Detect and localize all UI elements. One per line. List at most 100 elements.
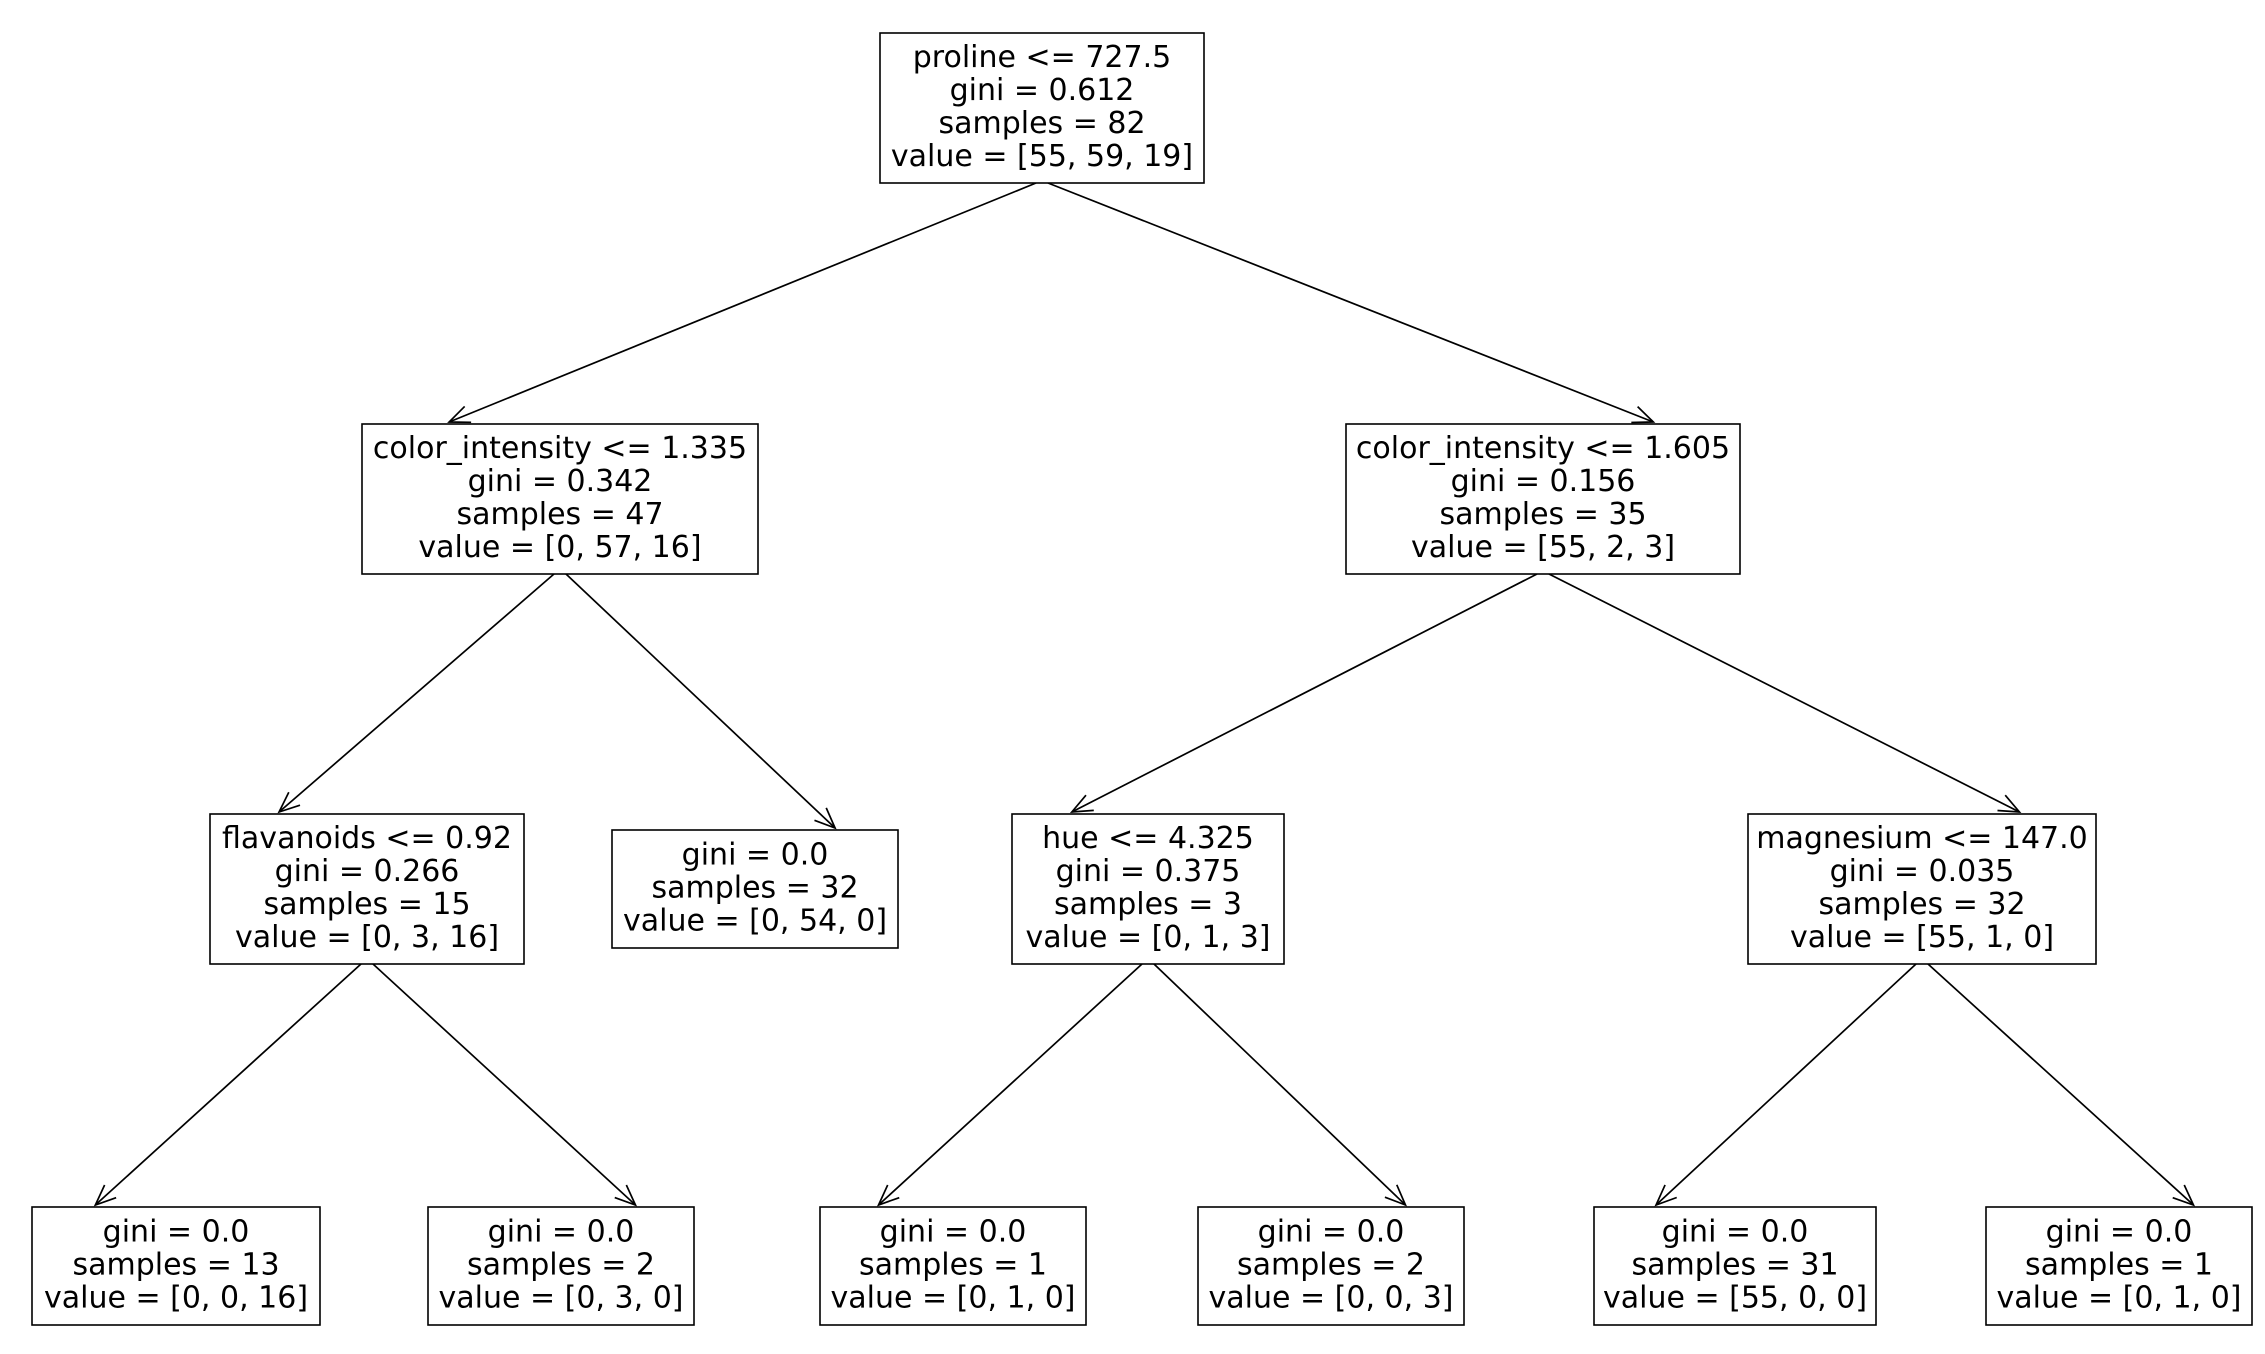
node-box (31, 1206, 321, 1326)
edge-arrowhead (1654, 1184, 1678, 1207)
edge-arrowhead (614, 1184, 638, 1207)
node-box (1345, 423, 1741, 575)
tree-edge-arrow (1153, 963, 1408, 1207)
node-samples-text: samples = 2 (467, 1248, 655, 1283)
edge-line (448, 182, 1037, 423)
node-value-text: value = [0, 57, 16] (418, 530, 701, 565)
node-condition-text: magnesium <= 147.0 (1756, 821, 2088, 856)
node-box (1197, 1206, 1465, 1326)
node-value-text: value = [0, 3, 16] (235, 920, 499, 955)
node-gini-text: gini = 0.035 (1830, 854, 2015, 889)
node-gini-text: gini = 0.0 (1258, 1215, 1405, 1250)
edge-line (278, 573, 555, 813)
edge-arrowhead (1069, 794, 1094, 813)
node-box (879, 32, 1205, 184)
node-condition-text: hue <= 4.325 (1042, 821, 1254, 856)
tree-edge-arrow (1654, 963, 1917, 1207)
node-gini-text: gini = 0.0 (1662, 1215, 1809, 1250)
node-box (1985, 1206, 2253, 1326)
node-value-text: value = [0, 1, 0] (1997, 1281, 2242, 1316)
node-gini-text: gini = 0.0 (103, 1215, 250, 1250)
node-box (361, 423, 759, 575)
node-value-text: value = [55, 59, 19] (891, 139, 1193, 174)
node-box (427, 1206, 695, 1326)
node-value-text: value = [0, 0, 3] (1209, 1281, 1454, 1316)
tree-edge-arrow (1927, 963, 2196, 1207)
edge-line (877, 963, 1143, 1206)
node-value-text: value = [0, 1, 3] (1026, 920, 1271, 955)
node-samples-text: samples = 32 (651, 871, 858, 906)
edge-line (1927, 963, 2195, 1206)
edge-arrowhead (1997, 794, 2022, 813)
node-condition-text: flavanoids <= 0.92 (222, 821, 512, 856)
node-box (1747, 813, 2097, 965)
node-condition-text: color_intensity <= 1.335 (373, 431, 747, 466)
edge-arrowhead (447, 405, 472, 424)
edge-line (565, 573, 836, 829)
tree-edge-arrow (277, 573, 555, 814)
edge-arrowhead (1384, 1184, 1408, 1207)
node-samples-text: samples = 32 (1818, 887, 2025, 922)
node-box (209, 813, 525, 965)
node-gini-text: gini = 0.612 (950, 73, 1135, 108)
node-samples-text: samples = 13 (72, 1248, 279, 1283)
node-gini-text: gini = 0.0 (488, 1215, 635, 1250)
edge-line (1655, 963, 1917, 1206)
node-gini-text: gini = 0.0 (880, 1215, 1027, 1250)
node-samples-text: samples = 3 (1054, 887, 1242, 922)
tree-edge-arrow (372, 963, 638, 1207)
tree-edge-arrow (1069, 573, 1538, 813)
node-samples-text: samples = 2 (1237, 1248, 1425, 1283)
edge-line (94, 963, 362, 1206)
node-value-text: value = [55, 1, 0] (1790, 920, 2054, 955)
node-samples-text: samples = 31 (1631, 1248, 1838, 1283)
node-value-text: value = [0, 54, 0] (623, 904, 887, 939)
edge-line (1071, 573, 1538, 813)
node-gini-text: gini = 0.266 (275, 854, 460, 889)
node-value-text: value = [0, 1, 0] (831, 1281, 1076, 1316)
node-box (611, 829, 899, 949)
node-samples-text: samples = 82 (938, 106, 1145, 141)
node-condition-text: color_intensity <= 1.605 (1356, 431, 1730, 466)
node-condition-text: proline <= 727.5 (913, 40, 1171, 75)
node-box (819, 1206, 1087, 1326)
tree-edge-arrow (1548, 573, 2022, 813)
node-samples-text: samples = 35 (1439, 497, 1646, 532)
edge-arrowhead (876, 1184, 900, 1207)
node-value-text: value = [0, 3, 0] (439, 1281, 684, 1316)
tree-edge-arrow (93, 963, 362, 1207)
node-gini-text: gini = 0.156 (1451, 464, 1636, 499)
node-samples-text: samples = 15 (263, 887, 470, 922)
node-box (1593, 1206, 1877, 1326)
node-gini-text: gini = 0.342 (468, 464, 653, 499)
edge-arrowhead (1631, 405, 1656, 424)
node-gini-text: gini = 0.0 (2046, 1215, 2193, 1250)
edge-line (1548, 573, 2020, 813)
node-box (1011, 813, 1285, 965)
tree-edge-arrow (1047, 182, 1656, 424)
edge-arrowhead (277, 791, 301, 814)
edge-arrowhead (2172, 1184, 2196, 1207)
node-gini-text: gini = 0.0 (682, 838, 829, 873)
edge-line (372, 963, 637, 1206)
node-samples-text: samples = 1 (2025, 1248, 2213, 1283)
tree-edge-arrow (565, 573, 837, 830)
tree-edge-arrow (447, 182, 1037, 424)
tree-edge-arrow (876, 963, 1143, 1207)
node-value-text: value = [55, 0, 0] (1603, 1281, 1867, 1316)
node-samples-text: samples = 47 (456, 497, 663, 532)
